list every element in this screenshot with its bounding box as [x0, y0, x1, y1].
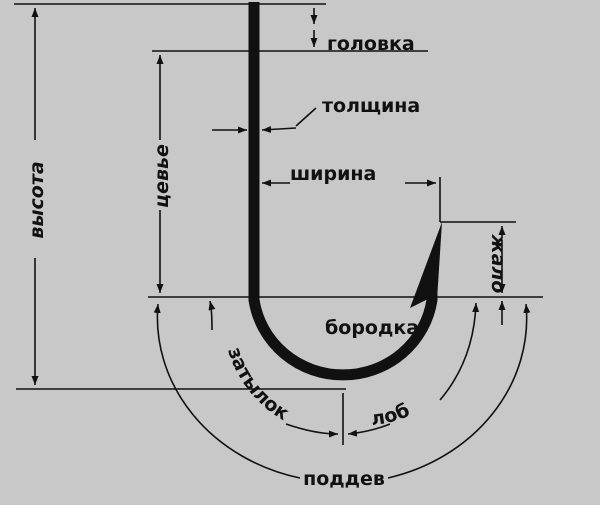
hook-shape: [248, 2, 442, 381]
shank-label: цевье: [151, 144, 173, 208]
front-label: лоб: [370, 399, 413, 430]
point-dimension: жало: [487, 226, 509, 325]
hook-point-barb: [410, 222, 442, 308]
thickness-dimension: толщина: [212, 95, 420, 134]
hook-body: [248, 2, 438, 381]
point-label: жало: [487, 234, 509, 294]
height-dimension: высота: [26, 8, 48, 385]
bend-label: поддев: [303, 468, 385, 490]
head-label: головка: [327, 33, 415, 55]
width-dimension: ширина: [262, 163, 436, 187]
shank-dimension: цевье: [151, 55, 173, 293]
bend-dimension: поддев: [153, 303, 531, 490]
head-dimension: головка: [310, 8, 415, 55]
height-label: высота: [26, 161, 48, 238]
width-label: ширина: [290, 163, 376, 185]
barb-label: бородка: [325, 317, 419, 339]
reference-lines: [14, 3, 543, 445]
thickness-label: толщина: [322, 95, 420, 117]
